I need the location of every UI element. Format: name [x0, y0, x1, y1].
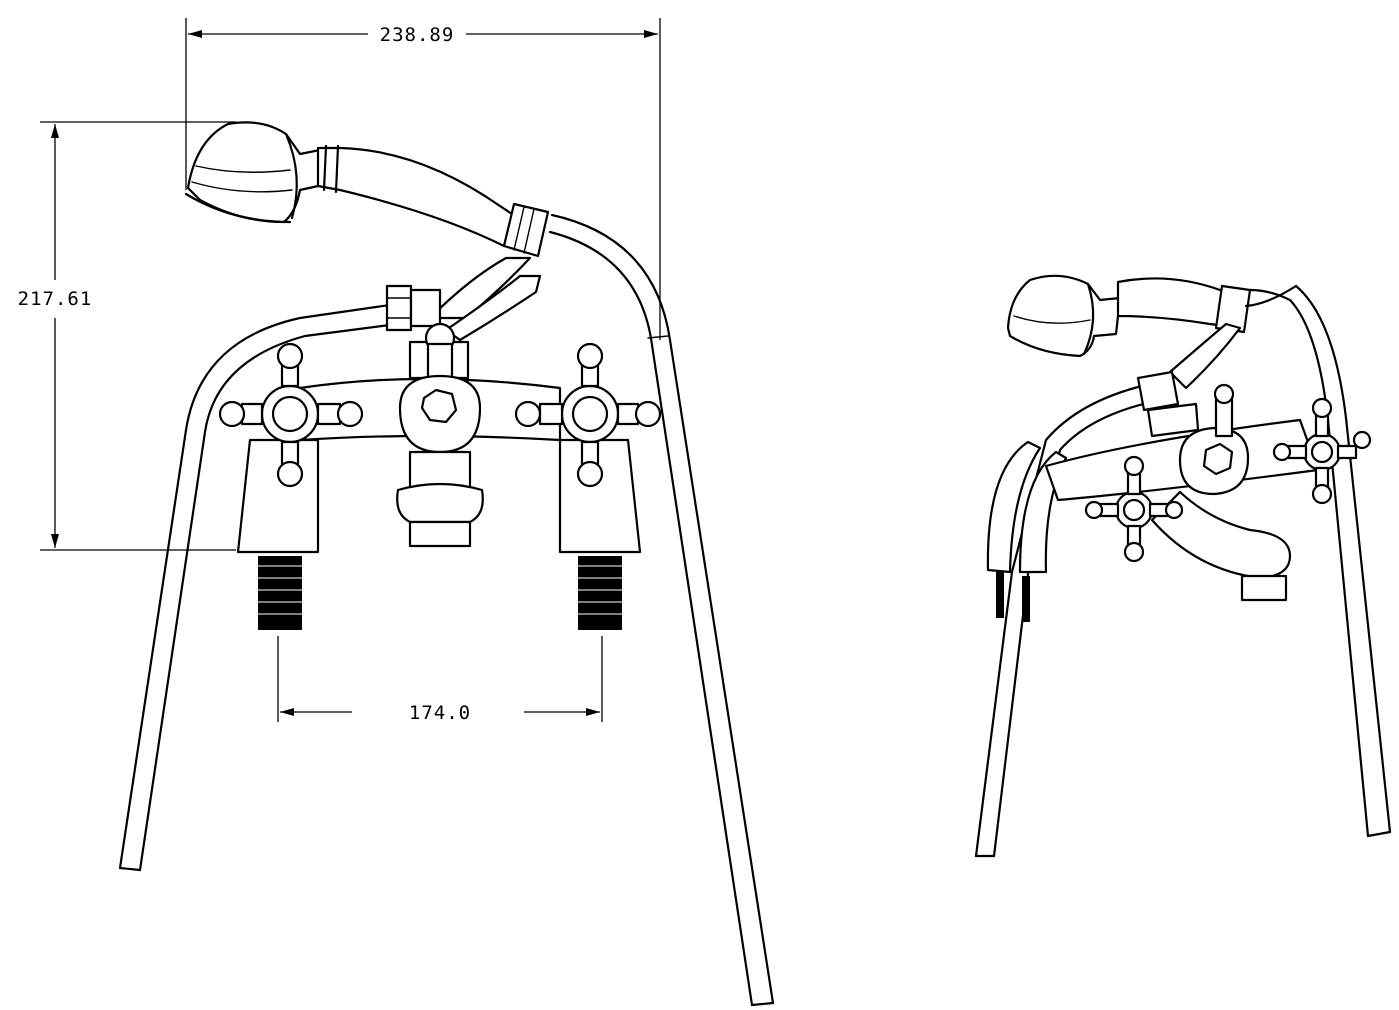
- mixer-body: [298, 322, 562, 548]
- shower-handle: [316, 144, 550, 258]
- iso-right-handle: [1272, 397, 1372, 505]
- front-view: 238.89 217.61 174.0: [18, 18, 775, 1007]
- dimension-width-label: 238.89: [380, 24, 455, 46]
- shower-head: [184, 121, 322, 224]
- right-leg: [548, 213, 775, 1007]
- dimension-height: 217.61: [18, 121, 236, 551]
- threaded-inlets: [258, 556, 622, 630]
- iso-view: [974, 274, 1392, 858]
- dimension-spacing-label: 174.0: [409, 702, 471, 724]
- left-leg: [118, 303, 392, 872]
- iso-left-handle: [1084, 455, 1184, 563]
- left-valve: [218, 342, 364, 554]
- right-valve: [514, 342, 662, 554]
- shower-holder: [428, 256, 542, 342]
- hose-nut: [385, 284, 442, 332]
- dimension-spacing: 174.0: [277, 636, 603, 724]
- dimension-width: 238.89: [185, 18, 661, 340]
- dimension-height-label: 217.61: [18, 288, 93, 310]
